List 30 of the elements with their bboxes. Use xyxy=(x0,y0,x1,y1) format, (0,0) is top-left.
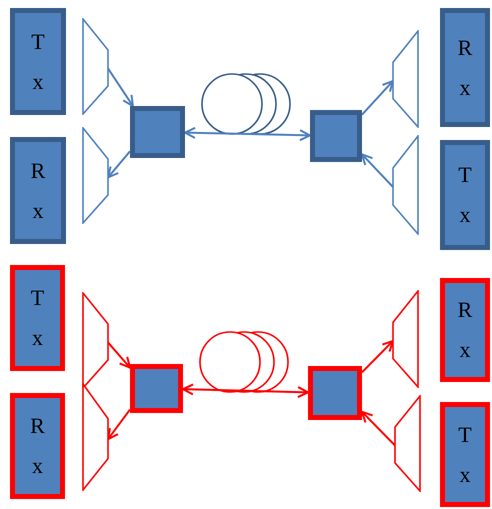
arrow xyxy=(361,153,394,188)
arrow xyxy=(107,150,131,178)
transceiver-box xyxy=(440,8,490,127)
arrow xyxy=(361,340,394,374)
transceiver-label: R x xyxy=(456,34,474,102)
arrow xyxy=(361,410,396,446)
transceiver-box xyxy=(10,8,66,115)
transceiver-box xyxy=(10,265,65,371)
transceiver-label: T x xyxy=(30,28,46,96)
circulator-box xyxy=(130,364,183,413)
arrow xyxy=(107,342,131,369)
circulator-box xyxy=(308,366,362,420)
arrow xyxy=(107,408,131,440)
arrow xyxy=(184,126,311,142)
circulator-box xyxy=(310,110,362,162)
transceiver-box xyxy=(10,137,66,244)
arrow xyxy=(182,383,309,398)
transceiver-label: T x xyxy=(457,420,473,488)
transceiver-box xyxy=(440,140,490,250)
transceiver-label: T x xyxy=(30,284,46,352)
arrow xyxy=(361,80,394,116)
transceiver-box xyxy=(440,402,490,507)
transceiver-label: R x xyxy=(29,412,46,480)
arrow xyxy=(107,68,134,107)
transceiver-label: R x xyxy=(30,156,46,224)
circulator-box xyxy=(130,106,185,158)
transceiver-box xyxy=(10,393,65,499)
transceiver-label: T x xyxy=(457,161,473,229)
transceiver-box xyxy=(440,278,490,382)
transceiver-label: R x xyxy=(456,296,474,364)
